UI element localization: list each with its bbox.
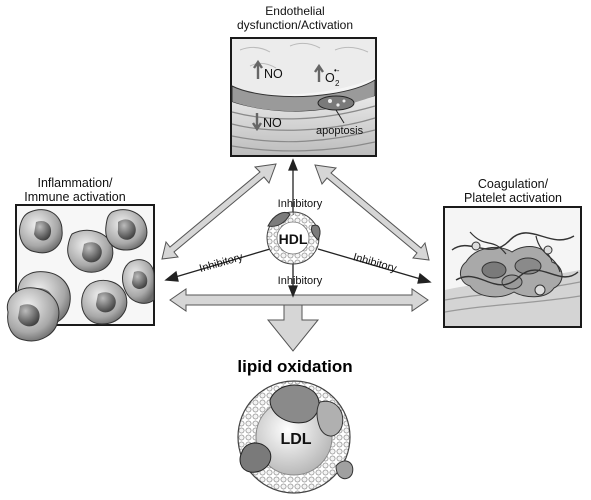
inhibitory-arrow-right (317, 248, 425, 281)
o2-subscript: 2 (335, 79, 340, 88)
o2-label: O (325, 71, 335, 85)
inhibitory-label-left: Inhibitory (198, 251, 245, 275)
apoptosis-label: apoptosis (316, 125, 364, 137)
o2-up-arrow-icon (314, 63, 324, 82)
endothelial-title: Endothelial dysfunction/Activation (215, 4, 375, 32)
immune-cell (81, 280, 128, 325)
immune-cell (19, 209, 63, 254)
inflammation-title: Inflammation/ Immune activation (0, 176, 150, 204)
no-up-arrow-icon (253, 59, 263, 79)
inhibitory-label-right: Inhibitory (352, 251, 399, 275)
double-arrow-endo-coagulation (314, 164, 430, 261)
endothelial-title-line1: Endothelial (265, 4, 325, 18)
immune-cell (6, 287, 60, 342)
o2-superscript: •- (334, 66, 340, 75)
immune-cell (105, 209, 148, 251)
down-arrow-lipid-oxidation (266, 304, 320, 352)
ldl-particle: LDL (237, 380, 354, 494)
inflammation-title-line1: Inflammation/ (37, 176, 113, 190)
inhibitory-arrow-left (171, 248, 271, 279)
coagulation-title-line1: Coagulation/ (477, 177, 549, 191)
no-down-label: NO (263, 116, 282, 130)
endothelial-title-line2: dysfunction/Activation (236, 18, 354, 32)
double-arrow-inflammation-coagulation (169, 288, 429, 312)
double-arrow-endo-inflammation (161, 163, 277, 260)
hdl-particle: HDL (266, 211, 321, 265)
ldl-label: LDL (280, 431, 311, 448)
inhibitory-label-top: Inhibitory (278, 198, 323, 210)
inflammation-panel (6, 204, 155, 342)
inhibitory-label-bottom: Inhibitory (278, 275, 323, 287)
immune-cell (122, 259, 155, 304)
endothelium-panel: NO O 2 •- NO apoptosis (230, 37, 377, 157)
coagulation-title-line2: Platelet activation (464, 191, 562, 205)
coagulation-title: Coagulation/ Platelet activation (438, 177, 588, 205)
immune-cell (67, 230, 114, 273)
no-up-label: NO (264, 67, 283, 81)
hdl-label: HDL (279, 231, 308, 247)
inflammation-title-line2: Immune activation (24, 190, 126, 204)
coagulation-panel (443, 206, 582, 328)
no-down-arrow-icon (252, 113, 262, 132)
lipid-oxidation-label: lipid oxidation (237, 357, 353, 376)
